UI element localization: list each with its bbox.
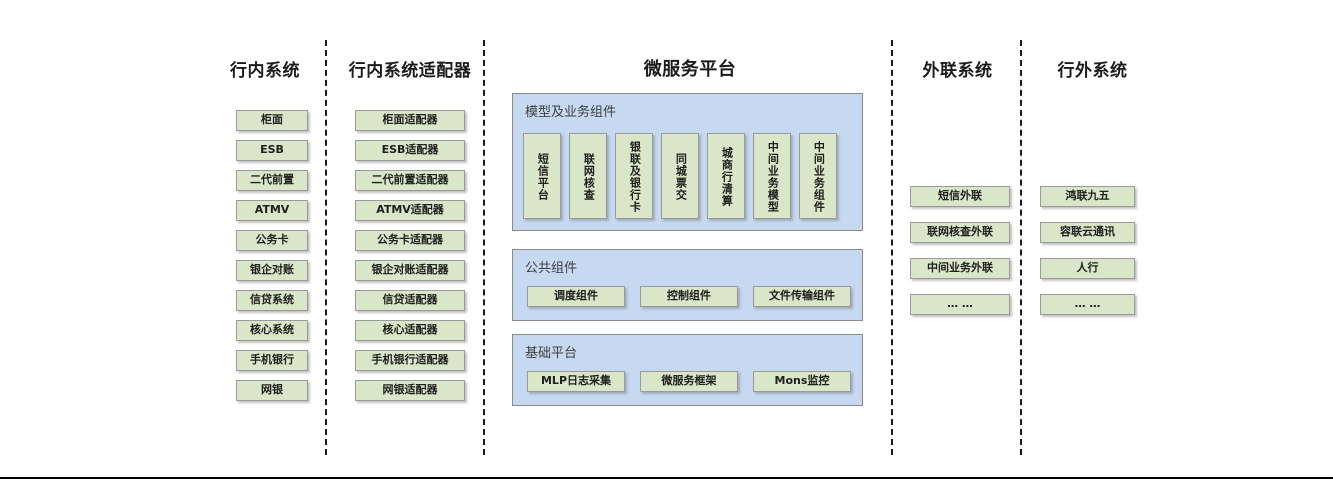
- column-title-off-bank-systems: 行外系统: [1057, 61, 1128, 81]
- column-separator-2: [483, 40, 485, 455]
- node-model-component-0[interactable]: 短信平台: [523, 133, 561, 219]
- column-title-intra-bank-systems: 行内系统: [230, 61, 300, 81]
- panel-title-model-business-components: 模型及业务组件: [525, 105, 617, 120]
- node-public-component-1[interactable]: 控制组件: [640, 286, 738, 307]
- node-adapter-6[interactable]: 信贷适配器: [355, 290, 465, 311]
- node-adapter-3[interactable]: ATMV适配器: [355, 200, 465, 221]
- node-intra-system-8[interactable]: 手机银行: [236, 350, 308, 371]
- node-intra-system-9[interactable]: 网银: [236, 380, 308, 401]
- node-intra-system-1[interactable]: ESB: [236, 140, 308, 161]
- node-intra-system-5[interactable]: 银企对账: [236, 260, 308, 281]
- node-adapter-4[interactable]: 公务卡适配器: [355, 230, 465, 251]
- node-public-component-2[interactable]: 文件传输组件: [753, 286, 851, 307]
- column-title-intra-bank-adapters: 行内系统适配器: [348, 61, 472, 81]
- column-separator-4: [1020, 40, 1022, 455]
- node-off-bank-0[interactable]: 鸿联九五: [1040, 186, 1135, 207]
- node-base-platform-2[interactable]: Mons监控: [753, 371, 851, 392]
- node-model-component-3[interactable]: 同城票交: [661, 133, 699, 219]
- node-adapter-2[interactable]: 二代前置适配器: [355, 170, 465, 191]
- panel-base-platform: 基础平台: [512, 334, 863, 406]
- node-adapter-1[interactable]: ESB适配器: [355, 140, 465, 161]
- node-adapter-9[interactable]: 网银适配器: [355, 380, 465, 401]
- column-separator-1: [325, 40, 327, 455]
- node-off-bank-3[interactable]: … …: [1040, 294, 1135, 315]
- panel-title-public-components: 公共组件: [525, 261, 578, 276]
- node-model-component-5[interactable]: 中间业务模型: [753, 133, 791, 219]
- node-intra-system-3[interactable]: ATMV: [236, 200, 308, 221]
- column-title-microservice-platform: 微服务平台: [643, 59, 737, 80]
- node-public-component-0[interactable]: 调度组件: [527, 286, 625, 307]
- node-intra-system-7[interactable]: 核心系统: [236, 320, 308, 341]
- node-intra-system-4[interactable]: 公务卡: [236, 230, 308, 251]
- node-model-component-4[interactable]: 城商行清算: [707, 133, 745, 219]
- column-separator-3: [891, 40, 893, 455]
- node-off-bank-2[interactable]: 人行: [1040, 258, 1135, 279]
- node-intra-system-6[interactable]: 信贷系统: [236, 290, 308, 311]
- column-title-external-link-systems: 外联系统: [922, 61, 993, 81]
- node-adapter-7[interactable]: 核心适配器: [355, 320, 465, 341]
- node-external-link-2[interactable]: 中间业务外联: [910, 258, 1010, 279]
- node-adapter-5[interactable]: 银企对账适配器: [355, 260, 465, 281]
- node-intra-system-0[interactable]: 柜面: [236, 110, 308, 131]
- node-external-link-3[interactable]: … …: [910, 294, 1010, 315]
- node-adapter-8[interactable]: 手机银行适配器: [355, 350, 465, 371]
- node-external-link-0[interactable]: 短信外联: [910, 186, 1010, 207]
- node-base-platform-0[interactable]: MLP日志采集: [527, 371, 625, 392]
- bottom-divider: [0, 477, 1333, 479]
- node-model-component-2[interactable]: 银联及银行卡: [615, 133, 653, 219]
- node-base-platform-1[interactable]: 微服务框架: [640, 371, 738, 392]
- panel-public-components: 公共组件: [512, 249, 863, 321]
- node-off-bank-1[interactable]: 容联云通讯: [1040, 222, 1135, 243]
- node-external-link-1[interactable]: 联网核查外联: [910, 222, 1010, 243]
- node-adapter-0[interactable]: 柜面适配器: [355, 110, 465, 131]
- panel-title-base-platform: 基础平台: [525, 346, 578, 361]
- node-model-component-6[interactable]: 中间业务组件: [799, 133, 837, 219]
- node-model-component-1[interactable]: 联网核查: [569, 133, 607, 219]
- node-intra-system-2[interactable]: 二代前置: [236, 170, 308, 191]
